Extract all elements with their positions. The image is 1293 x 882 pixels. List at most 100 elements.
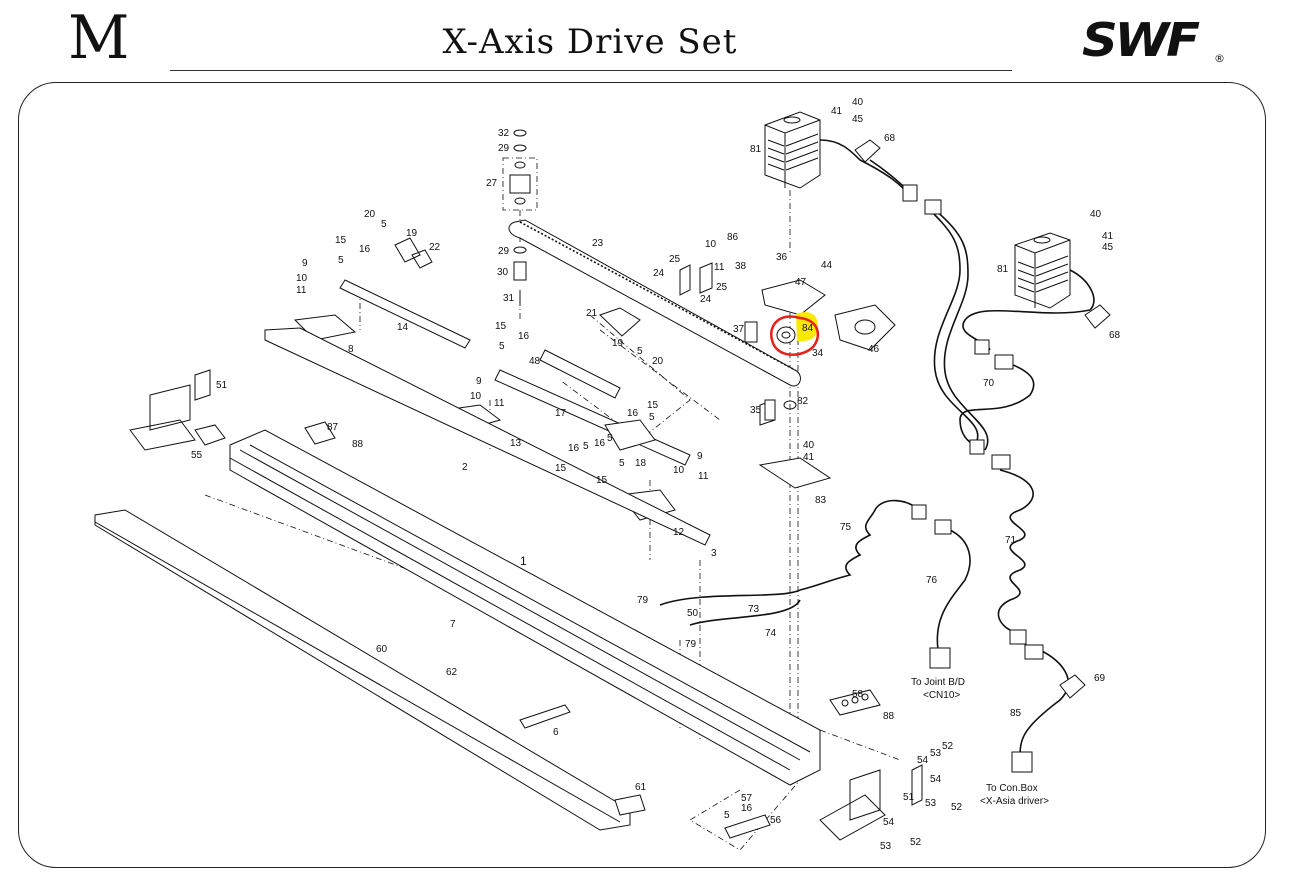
note-conbox-line1: To Con.Box: [986, 783, 1038, 794]
callout: 53: [880, 841, 892, 852]
callout: 81: [750, 144, 762, 155]
callout: 5: [637, 346, 643, 357]
callout: 61: [635, 782, 647, 793]
callout: 17: [555, 408, 567, 419]
callout: 54: [917, 755, 929, 766]
callout: 82: [797, 396, 809, 407]
callout: 16: [627, 408, 639, 419]
callout: 54: [883, 817, 895, 828]
callout: 9: [302, 258, 308, 269]
callout: 6: [553, 727, 559, 738]
callout: 25: [669, 254, 681, 265]
callout: 5: [619, 458, 625, 469]
callout: 21: [586, 308, 598, 319]
callout: 15: [596, 475, 608, 486]
callout: 29: [498, 246, 510, 257]
callout: 45: [852, 114, 864, 125]
callout: 5: [607, 433, 613, 444]
callout: 19: [406, 228, 418, 239]
callout: 11: [714, 262, 725, 273]
callout: 55: [191, 450, 203, 461]
callout: 79: [637, 595, 649, 606]
callout: 34: [812, 348, 824, 359]
callout: 1: [520, 554, 527, 568]
callout: 48: [529, 356, 541, 367]
callout: 3: [711, 548, 717, 559]
diagram-frame: [18, 82, 1266, 868]
callout: 81: [997, 264, 1009, 275]
callout: 40: [803, 440, 815, 451]
callout: 14: [397, 322, 409, 333]
part-callouts: 40 41 45 68 81 32 29 27 20 5 19 22 15 16…: [191, 97, 1121, 852]
callout: 73: [748, 604, 760, 615]
callout: 29: [498, 143, 510, 154]
callout: 68: [1109, 330, 1121, 341]
callout: 30: [497, 267, 509, 278]
x-motor: [764, 111, 861, 189]
callout: 45: [1102, 242, 1114, 253]
title-underline: [170, 70, 1012, 71]
section-letter: M: [68, 3, 130, 73]
callout: 9: [476, 376, 482, 387]
highlight-part-84: [769, 312, 820, 356]
callout: 85: [1010, 708, 1022, 719]
callout: 86: [727, 232, 739, 243]
callout: 60: [376, 644, 388, 655]
callout: 16: [741, 803, 753, 814]
callout: 12: [673, 527, 685, 538]
callout: 46: [868, 344, 880, 355]
callout: 69: [1094, 673, 1106, 684]
timing-belt: [508, 219, 801, 387]
callout: 16: [518, 331, 530, 342]
callout: 5: [724, 810, 730, 821]
callout: 24: [653, 268, 665, 279]
callout: 87: [327, 422, 339, 433]
note-joint-line1: To Joint B/D: [911, 677, 965, 688]
pulley-stack: [502, 129, 538, 305]
callout: 40: [1090, 209, 1102, 220]
callout: 18: [635, 458, 647, 469]
motor-right: [1014, 232, 1071, 309]
callout: 16: [594, 438, 606, 449]
callout: 84: [802, 323, 814, 334]
callout: 31: [503, 293, 515, 304]
callout: 11: [698, 471, 709, 482]
callout: 56: [770, 815, 782, 826]
callout: 50: [687, 608, 699, 619]
callout: 10: [296, 273, 308, 284]
callout: 62: [446, 667, 458, 678]
callout: 20: [652, 356, 664, 367]
page-title: X-Axis Drive Set: [442, 22, 738, 62]
callout: 13: [510, 438, 522, 449]
callout: 68: [884, 133, 896, 144]
callout: 76: [926, 575, 938, 586]
callout: 74: [765, 628, 777, 639]
callout: 5: [649, 412, 655, 423]
callout: 40: [852, 97, 864, 108]
callout: 58: [852, 689, 864, 700]
callout: 15: [647, 400, 659, 411]
callout: 16: [568, 443, 580, 454]
callout: 15: [495, 321, 507, 332]
callout: 15: [555, 463, 567, 474]
highlight-circle: [769, 315, 820, 356]
callout: 52: [910, 837, 922, 848]
callout: 11: [296, 285, 307, 296]
callout: 35: [750, 405, 762, 416]
callout: 5: [338, 255, 344, 266]
note-conbox-line2: <X-Asia driver>: [980, 796, 1049, 807]
callout: 10: [673, 465, 685, 476]
callout: 24: [700, 294, 712, 305]
callout: 79: [685, 639, 697, 650]
callout: 8: [348, 344, 354, 355]
callout: 44: [821, 260, 833, 271]
callout: 88: [883, 711, 895, 722]
callout: 54: [930, 774, 942, 785]
callout: 16: [359, 244, 371, 255]
callout: 11: [494, 398, 505, 409]
registered-mark: ®: [1214, 52, 1225, 65]
callout: 52: [951, 802, 963, 813]
callout: 32: [498, 128, 510, 139]
callout: 83: [815, 495, 827, 506]
callout: 27: [486, 178, 498, 189]
